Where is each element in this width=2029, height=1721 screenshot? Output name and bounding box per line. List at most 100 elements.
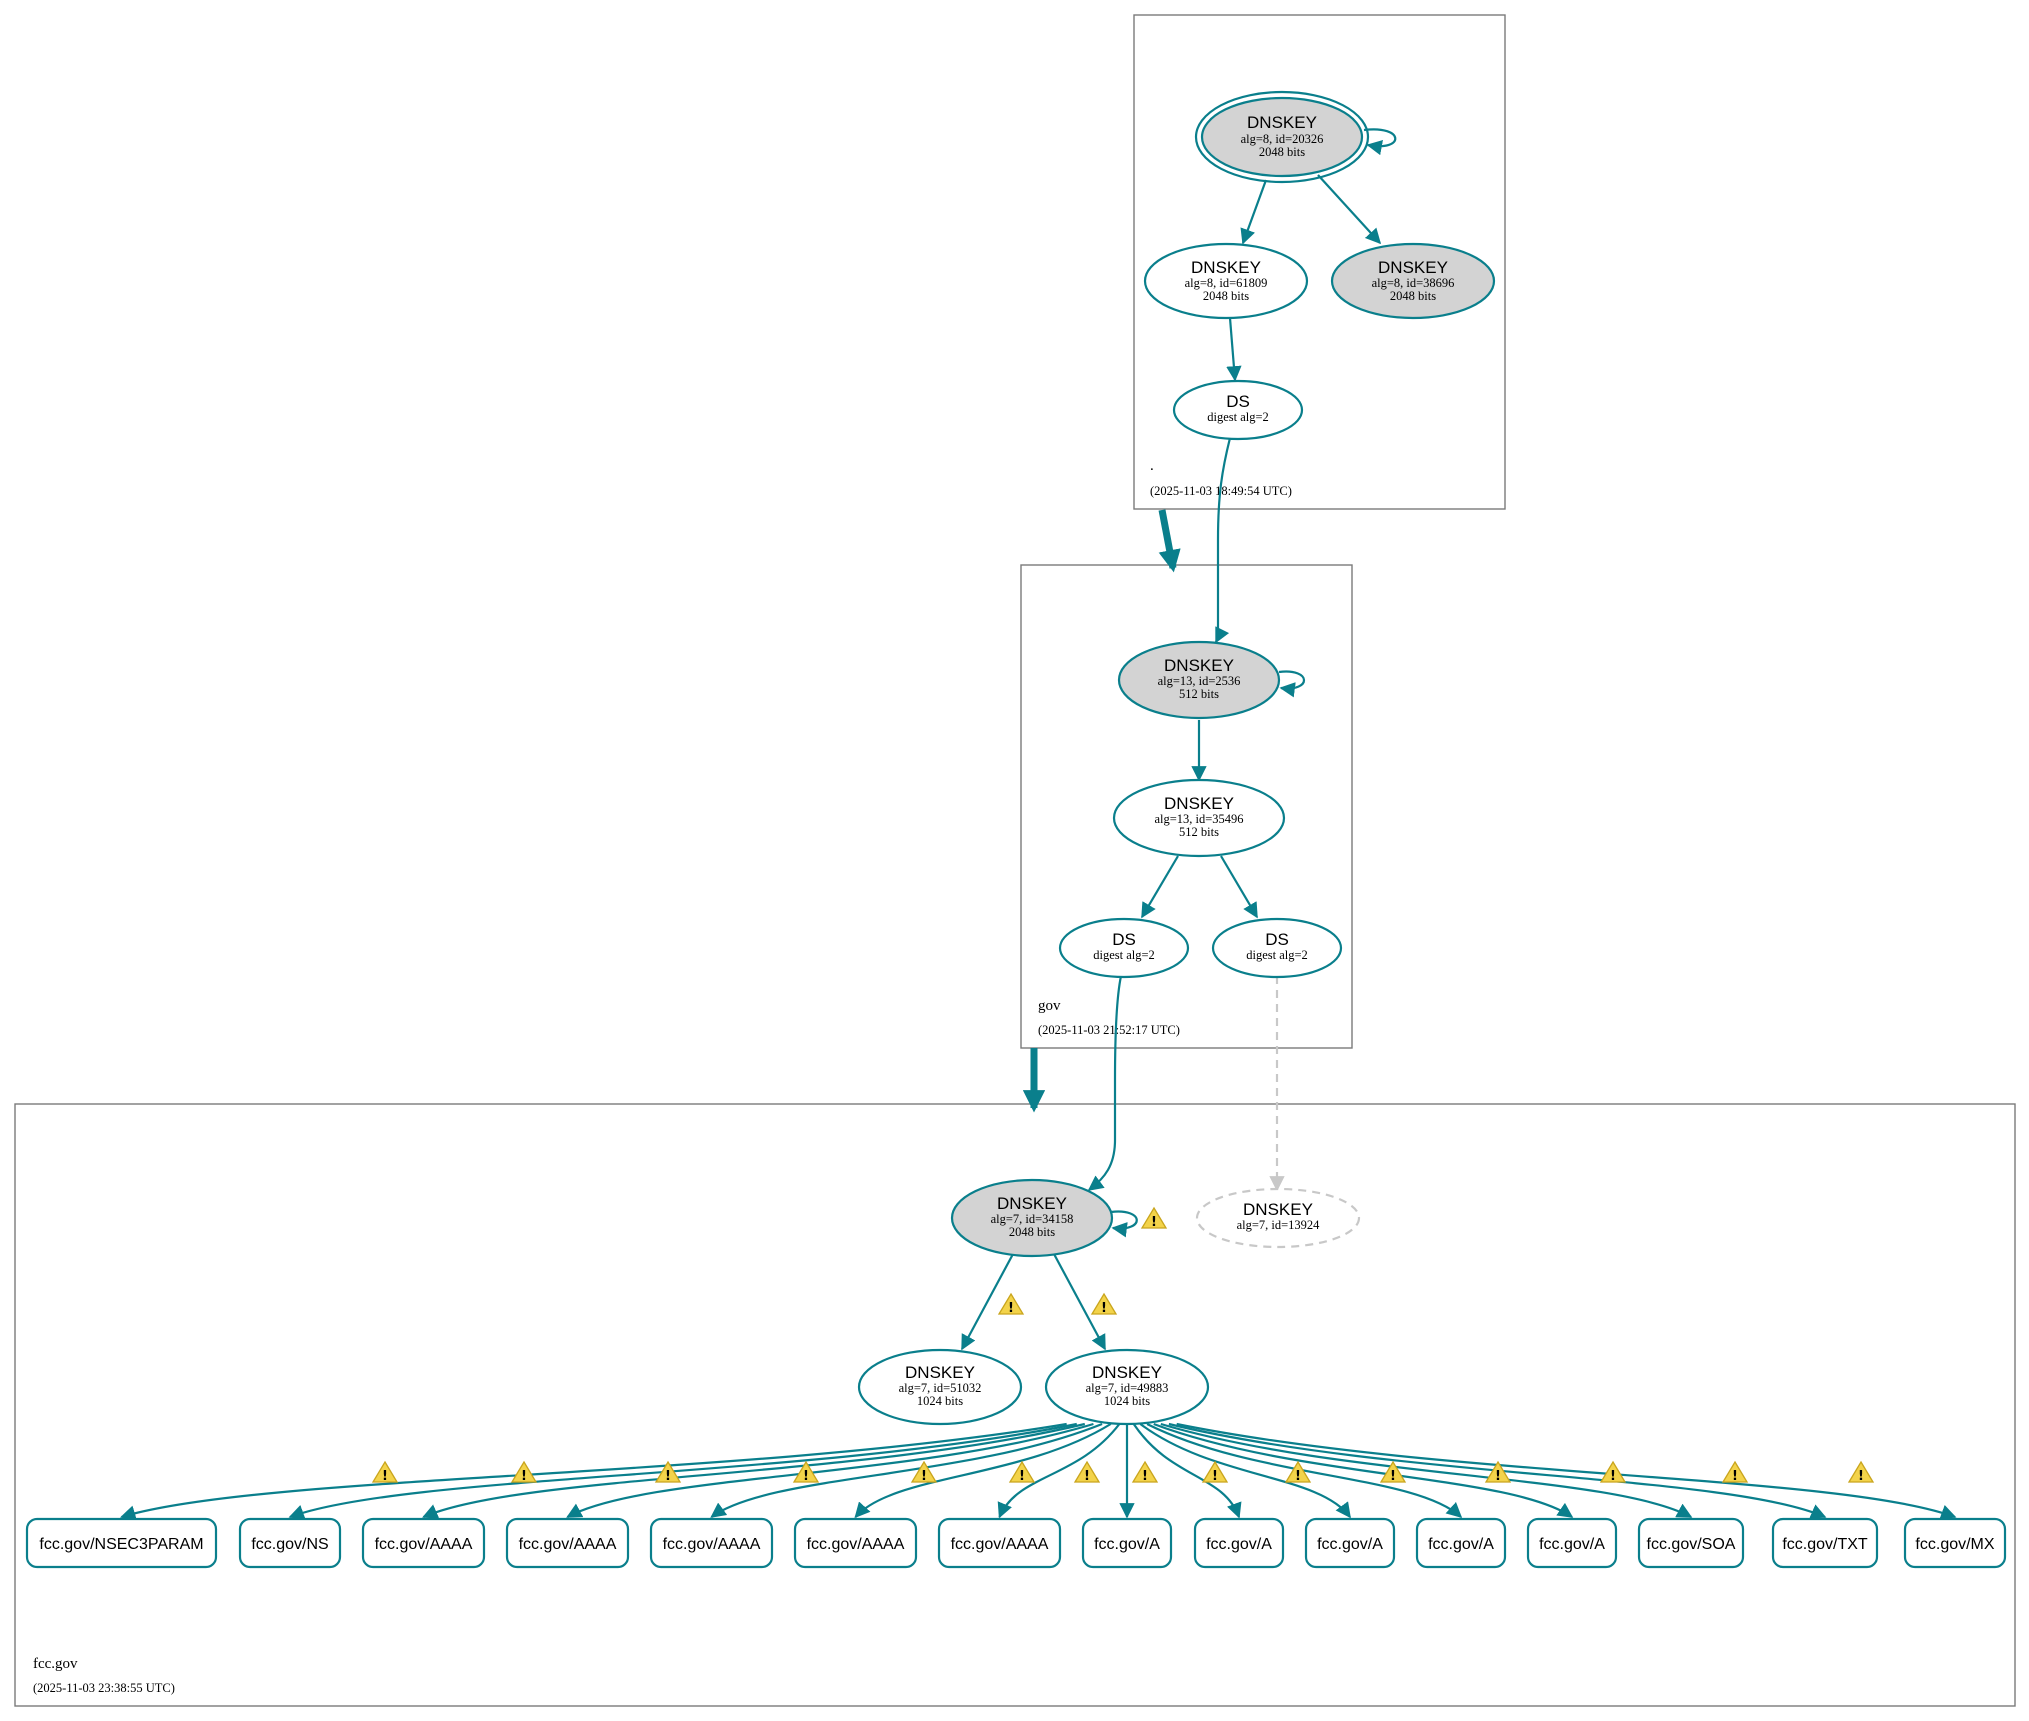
node-detail: 2048 bits [1009,1225,1055,1239]
rrset-node[interactable]: fcc.gov/A [1193,1517,1285,1569]
edge-root-ksk-to-k38696 [1317,174,1382,245]
node-title: DNSKEY [1164,656,1234,675]
node-detail: alg=7, id=49883 [1086,1381,1169,1395]
zone-gov-timestamp: (2025-11-03 21:52:17 UTC) [1038,1023,1180,1037]
edge-root-ds-to-gov-ksk [1214,437,1232,644]
zone-root-name: . [1150,458,1154,474]
warning-icon[interactable]: ! [910,1460,938,1484]
exclamation-glyph: ! [1390,1469,1396,1484]
delegation-arrow-root-gov [1158,509,1181,573]
rrset-node[interactable]: fcc.gov/NS [238,1517,342,1569]
node-detail: 2048 bits [1203,289,1249,303]
warning-icon[interactable]: ! [1073,1460,1101,1484]
node-fcc-key-51032[interactable]: DNSKEY alg=7, id=51032 1024 bits [857,1348,1023,1426]
exclamation-glyph: ! [1732,1469,1738,1484]
rrset-node[interactable]: fcc.gov/A [1081,1517,1173,1569]
node-fcc-ksk-34158[interactable]: DNSKEY alg=7, id=34158 2048 bits [950,1178,1114,1258]
node-root-ds[interactable]: DS digest alg=2 [1172,379,1304,441]
edge-gov-ds1-to-fcc-ksk [1087,975,1123,1191]
warning-icon[interactable]: ! [1847,1460,1875,1484]
node-detail: 512 bits [1179,687,1219,701]
warning-icon[interactable]: ! [654,1460,682,1484]
rrset-label: fcc.gov/NSEC3PARAM [39,1536,203,1553]
rrset-node[interactable]: fcc.gov/A [1415,1517,1507,1569]
zsk-fanout-edges [120,1422,1957,1521]
node-title: DS [1265,930,1289,949]
rrset-label: fcc.gov/SOA [1647,1536,1736,1553]
warning-icon[interactable]: ! [1140,1206,1168,1230]
node-detail: alg=13, id=2536 [1158,674,1241,688]
warning-icon[interactable]: ! [1284,1460,1312,1484]
node-detail: 1024 bits [917,1394,963,1408]
edge-zsk-to-rrset [288,1422,1077,1520]
rrset-label: fcc.gov/A [1206,1536,1272,1553]
node-root-key-38696[interactable]: DNSKEY alg=8, id=38696 2048 bits [1330,242,1496,320]
node-gov-ds-1[interactable]: DS digest alg=2 [1058,917,1190,979]
rrset-label: fcc.gov/AAAA [375,1536,473,1553]
edge-root-zsk-to-ds [1226,317,1242,382]
node-title: DS [1112,930,1136,949]
node-root-ksk-20326[interactable]: DNSKEY alg=8, id=20326 2048 bits [1194,90,1370,184]
warning-icon[interactable]: ! [371,1460,399,1484]
warning-icon[interactable]: ! [1131,1460,1159,1484]
rrset-node[interactable]: fcc.gov/A [1304,1517,1396,1569]
node-gov-ds-2[interactable]: DS digest alg=2 [1211,917,1343,979]
edge-zsk-to-rrset [1168,1422,1827,1519]
node-fcc-zsk-49883[interactable]: DNSKEY alg=7, id=49883 1024 bits [1044,1348,1210,1426]
rrset-node[interactable]: fcc.gov/MX [1903,1517,2007,1569]
exclamation-glyph: ! [1610,1469,1616,1484]
warning-icon[interactable]: ! [1090,1292,1118,1316]
node-gov-ksk-2536[interactable]: DNSKEY alg=13, id=2536 512 bits [1117,640,1281,720]
node-detail: alg=13, id=35496 [1154,812,1243,826]
edge-fcc-ksk-to-zsk [1053,1253,1106,1351]
node-title: DNSKEY [1247,113,1317,132]
edge-zsk-to-rrset [566,1422,1094,1518]
warning-icon[interactable]: ! [1599,1460,1627,1484]
rrset-node[interactable]: fcc.gov/AAAA [937,1517,1062,1569]
rrset-node[interactable]: fcc.gov/TXT [1771,1517,1879,1569]
rrset-node[interactable]: fcc.gov/A [1526,1517,1618,1569]
zone-fcc-timestamp: (2025-11-03 23:38:55 UTC) [33,1681,175,1695]
rrset-node[interactable]: fcc.gov/AAAA [361,1517,486,1569]
exclamation-glyph: ! [1495,1469,1501,1484]
edge-gov-zsk-to-ds2 [1220,855,1258,919]
warning-icons: !!!!!!!!!!!!!!!!!! [371,1206,1875,1484]
warning-icon[interactable]: ! [1379,1460,1407,1484]
rrset-node[interactable]: fcc.gov/NSEC3PARAM [25,1517,218,1569]
rrset-node[interactable]: fcc.gov/AAAA [505,1517,630,1569]
rrset-node[interactable]: fcc.gov/SOA [1637,1517,1745,1569]
node-title: DNSKEY [1191,258,1261,277]
warning-icon[interactable]: ! [997,1292,1025,1316]
zone-gov: gov (2025-11-03 21:52:17 UTC) [1020,564,1353,1049]
warning-icon[interactable]: ! [792,1460,820,1484]
rrset-label: fcc.gov/AAAA [519,1536,617,1553]
warning-icon[interactable]: ! [510,1460,538,1484]
edge-zsk-to-rrset [1176,1422,1957,1520]
node-detail: digest alg=2 [1246,948,1308,962]
warning-icon[interactable]: ! [1721,1460,1749,1484]
node-root-zsk-61809[interactable]: DNSKEY alg=8, id=61809 2048 bits [1143,242,1309,320]
edge-root-ksk-to-zsk [1240,179,1268,245]
exclamation-glyph: ! [1151,1215,1157,1230]
rrset-node[interactable]: fcc.gov/AAAA [793,1517,918,1569]
exclamation-glyph: ! [1858,1469,1864,1484]
node-title: DNSKEY [1164,794,1234,813]
exclamation-glyph: ! [921,1469,927,1484]
warning-icon[interactable]: ! [1201,1460,1229,1484]
edge-gov-ksk-self [1278,670,1306,698]
node-detail: alg=7, id=13924 [1237,1218,1321,1232]
exclamation-glyph: ! [1212,1469,1218,1484]
exclamation-glyph: ! [1008,1301,1014,1316]
edge-zsk-to-rrset [1139,1423,1351,1519]
exclamation-glyph: ! [382,1469,388,1484]
node-gov-zsk-35496[interactable]: DNSKEY alg=13, id=35496 512 bits [1112,778,1286,858]
warning-icon[interactable]: ! [1008,1460,1036,1484]
warning-icon[interactable]: ! [1484,1460,1512,1484]
node-detail: 2048 bits [1390,289,1436,303]
node-title: DNSKEY [905,1363,975,1382]
node-fcc-ghost-13924[interactable]: DNSKEY alg=7, id=13924 [1195,1187,1361,1249]
rrset-label: fcc.gov/MX [1915,1536,1994,1553]
rrset-label: fcc.gov/AAAA [951,1536,1049,1553]
rrset-node[interactable]: fcc.gov/AAAA [649,1517,774,1569]
